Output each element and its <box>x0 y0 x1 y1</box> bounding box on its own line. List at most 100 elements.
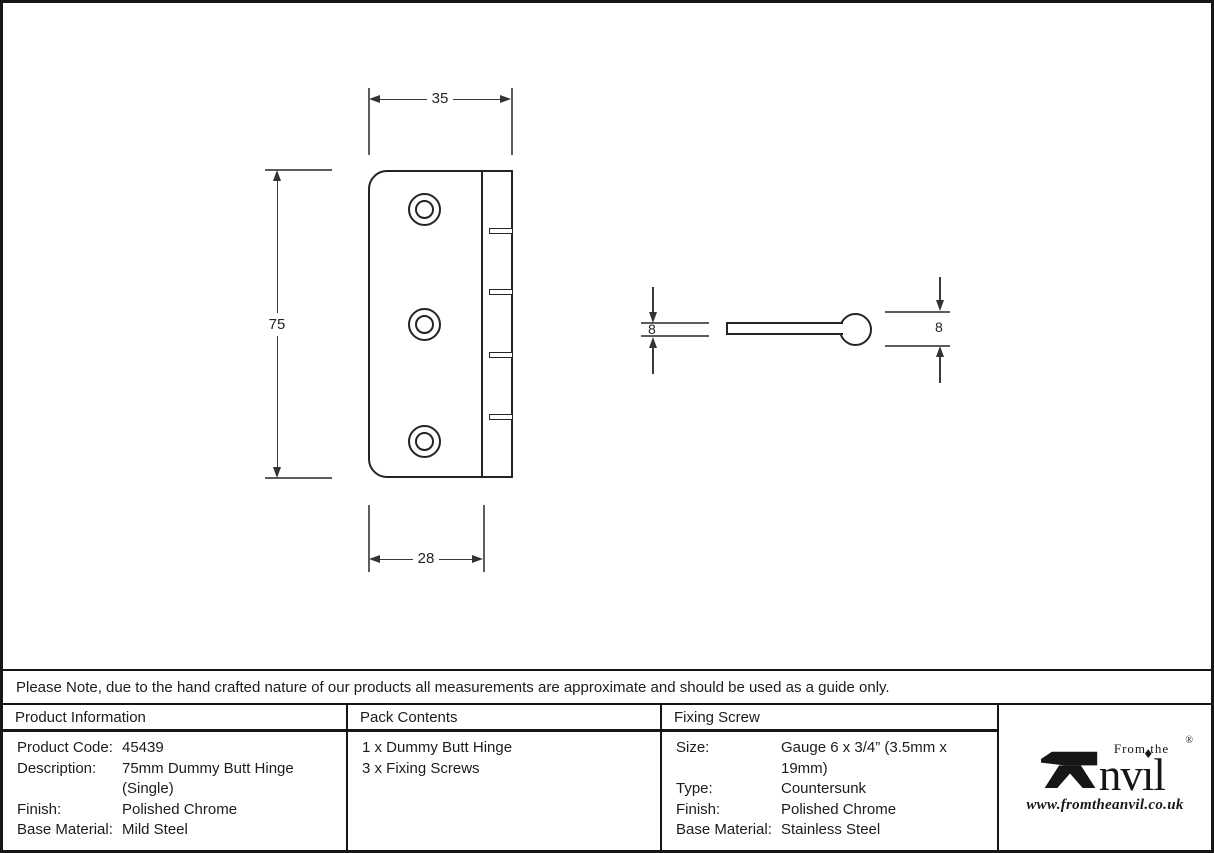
product-information-body: Product Code: 45439 Description: 75mm Du… <box>3 732 346 850</box>
wordmark-part: nv <box>1098 749 1143 800</box>
row-label: Description: <box>17 759 97 777</box>
dim-arrow-down-icon <box>936 300 944 311</box>
table-row: Size: Gauge 6 x 3/4” (3.5mm x 19mm) <box>676 738 991 779</box>
row-label: Type: <box>676 780 713 798</box>
wordmark-part: l <box>1153 749 1165 800</box>
extension-line <box>641 335 709 337</box>
extension-line <box>885 311 950 313</box>
extension-line <box>368 505 370 572</box>
hinge-leaf-outline <box>368 170 513 478</box>
knuckle-tick <box>489 352 513 358</box>
note-text: Please Note, due to the hand crafted nat… <box>16 678 890 696</box>
logo-website-url: www.fromtheanvil.co.uk <box>1026 797 1184 814</box>
leaf-profile-bar <box>726 322 843 335</box>
row-value: Polished Chrome <box>122 800 238 818</box>
dimension-line <box>439 558 472 560</box>
dimension-line <box>939 357 941 383</box>
table-row: Type: Countersunk <box>676 779 991 800</box>
extension-line <box>641 322 709 324</box>
dim-arrow-left-icon <box>369 555 380 563</box>
table-row: Base Material: Stainless Steel <box>676 820 991 841</box>
dimension-label: 8 <box>935 319 943 335</box>
dim-arrow-up-icon <box>936 346 944 357</box>
table-row: Base Material: Mild Steel <box>17 820 340 841</box>
dimension-line <box>380 558 413 560</box>
row-value: Stainless Steel <box>781 821 881 839</box>
row-value: Countersunk <box>781 780 867 798</box>
registered-trademark: ® <box>1185 734 1193 746</box>
row-label: Finish: <box>676 800 721 818</box>
dim-arrow-down-icon <box>649 312 657 323</box>
dimension-label: 35 <box>431 90 449 107</box>
dimension-line <box>453 98 500 100</box>
wordmark-part: ı <box>1141 749 1154 800</box>
column-header: Pack Contents <box>348 705 660 732</box>
table-row: Finish: Polished Chrome <box>17 800 340 821</box>
row-value: Gauge 6 x 3/4” (3.5mm x 19mm) <box>781 739 947 777</box>
dim-arrow-up-icon <box>273 170 281 181</box>
table-row: Description: 75mm Dummy Butt Hinge (Sing… <box>17 759 340 800</box>
knuckle-divider-line <box>481 170 483 478</box>
dimension-line <box>652 287 654 315</box>
pack-contents-column: Pack Contents 1 x Dummy Butt Hinge 3 x F… <box>348 705 662 850</box>
dim-arrow-up-icon <box>649 337 657 348</box>
row-label: Base Material: <box>17 821 113 839</box>
dimension-line <box>939 277 941 303</box>
anvil-icon <box>1040 751 1098 789</box>
extension-line <box>483 505 485 572</box>
wordmark-i: ı♦ <box>1142 748 1154 798</box>
row-label: Product Code: <box>17 739 113 756</box>
dimension-line <box>380 98 427 100</box>
dim-arrow-down-icon <box>273 467 281 478</box>
pack-item: 1 x Dummy Butt Hinge <box>362 739 513 756</box>
screw-hole-inner <box>415 200 434 219</box>
product-information-column: Product Information Product Code: 45439 … <box>3 705 348 850</box>
column-header: Product Information <box>3 705 346 732</box>
screw-hole-inner <box>415 315 434 334</box>
diamond-dot-icon: ♦ <box>1142 746 1154 761</box>
product-info-table: Product Information Product Code: 45439 … <box>3 705 1211 850</box>
row-label: Finish: <box>17 800 62 818</box>
extension-line <box>511 88 513 155</box>
logo-tagline: From the <box>1113 740 1170 756</box>
pack-contents-body: 1 x Dummy Butt Hinge 3 x Fixing Screws <box>348 732 660 850</box>
dimension-line <box>276 181 278 313</box>
screw-hole <box>408 193 441 226</box>
dimension-label: 75 <box>268 315 286 333</box>
row-value: Polished Chrome <box>781 800 897 818</box>
dimension-label: 8 <box>648 321 656 337</box>
dim-arrow-left-icon <box>369 95 380 103</box>
dim-arrow-right-icon <box>500 95 511 103</box>
dimension-label: 28 <box>417 550 435 567</box>
knuckle-profile-circle <box>839 313 872 346</box>
table-row: Finish: Polished Chrome <box>676 800 991 821</box>
dimension-line <box>276 335 278 467</box>
extension-line <box>368 88 370 155</box>
measurement-note: Please Note, due to the hand crafted nat… <box>3 669 1211 705</box>
screw-hole <box>408 425 441 458</box>
knuckle-tick <box>489 289 513 295</box>
row-value: 75mm Dummy Butt Hinge (Single) <box>122 759 294 798</box>
column-header: Fixing Screw <box>662 705 997 732</box>
screw-hole-inner <box>415 432 434 451</box>
pack-item: 3 x Fixing Screws <box>362 759 480 777</box>
row-label: Base Material: <box>676 821 772 839</box>
fixing-screw-body: Size: Gauge 6 x 3/4” (3.5mm x 19mm) Type… <box>662 732 997 850</box>
row-value: Mild Steel <box>122 821 188 839</box>
table-row: Product Code: 45439 <box>17 738 340 759</box>
knuckle-tick <box>489 228 513 234</box>
screw-hole <box>408 308 441 341</box>
extension-line <box>885 345 950 347</box>
extension-line <box>265 169 332 171</box>
technical-drawing: 35 75 28 <box>265 88 950 572</box>
dim-arrow-right-icon <box>472 555 483 563</box>
fixing-screw-column: Fixing Screw Size: Gauge 6 x 3/4” (3.5mm… <box>662 705 999 850</box>
row-value: 45439 <box>122 739 164 756</box>
knuckle-tick <box>489 414 513 420</box>
extension-line <box>265 477 332 479</box>
dimension-line <box>652 346 654 374</box>
